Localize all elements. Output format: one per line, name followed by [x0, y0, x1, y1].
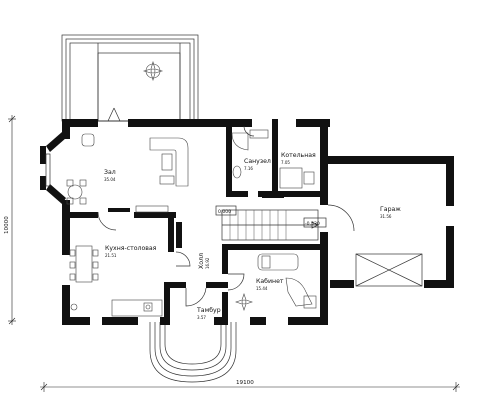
- room-area: 16.92: [205, 257, 210, 269]
- level-mark-garage: -0,530: [303, 217, 327, 228]
- room-area: 35.04: [104, 177, 116, 182]
- room-name: Зал: [104, 169, 116, 176]
- room-area: 31.56: [380, 214, 392, 219]
- room-garazh: Гараж 31.56: [380, 206, 401, 219]
- room-kholl: Холл 16.92: [198, 253, 210, 269]
- plant-icon: [142, 60, 164, 82]
- room-kukhnya: Кухня-столовая 21.51: [105, 245, 157, 258]
- walls: [40, 119, 454, 325]
- room-name: Тамбур: [196, 306, 221, 314]
- dimension-height: 10000: [4, 115, 16, 325]
- kabinet-furniture: [235, 253, 317, 311]
- level-garage-label: -0,530: [305, 221, 320, 227]
- plant-icon: [235, 293, 253, 311]
- dimension-width: 19100: [40, 380, 460, 392]
- room-zal: Зал 35.04: [104, 169, 116, 182]
- room-name: Холл: [198, 253, 205, 269]
- room-area: 7.05: [281, 160, 290, 165]
- staircase: [221, 209, 319, 241]
- room-name: Кухня-столовая: [105, 245, 157, 252]
- level-floor-label: 0,000: [218, 209, 231, 215]
- room-kotelnaya: Котельная 7.05: [281, 152, 316, 165]
- room-sanuzel: Санузел 7.16: [244, 158, 271, 171]
- height-dimension-label: 10000: [4, 216, 10, 234]
- room-name: Санузел: [244, 158, 271, 165]
- room-name: Кабинет: [256, 277, 284, 285]
- room-kabinet: Кабинет 15.44: [256, 277, 284, 291]
- room-name: Котельная: [281, 152, 316, 159]
- terrace: [61, 34, 199, 122]
- room-area: 7.16: [244, 166, 253, 171]
- doors: [97, 125, 355, 307]
- entrance-steps: [149, 322, 237, 383]
- boiler-equipment: [262, 167, 315, 198]
- garage-ramp: [355, 253, 423, 287]
- zal-furniture: [66, 133, 189, 213]
- room-name: Гараж: [380, 206, 401, 213]
- room-tambur: Тамбур 3.57: [196, 306, 221, 320]
- room-area: 3.57: [197, 315, 206, 320]
- room-area: 21.51: [105, 253, 117, 258]
- width-dimension-label: 19100: [236, 380, 254, 386]
- kitchen-furniture: [69, 245, 163, 317]
- level-mark-floor: 0,000: [215, 205, 237, 216]
- bathroom-fixtures: [231, 129, 269, 179]
- room-area: 15.44: [256, 286, 268, 291]
